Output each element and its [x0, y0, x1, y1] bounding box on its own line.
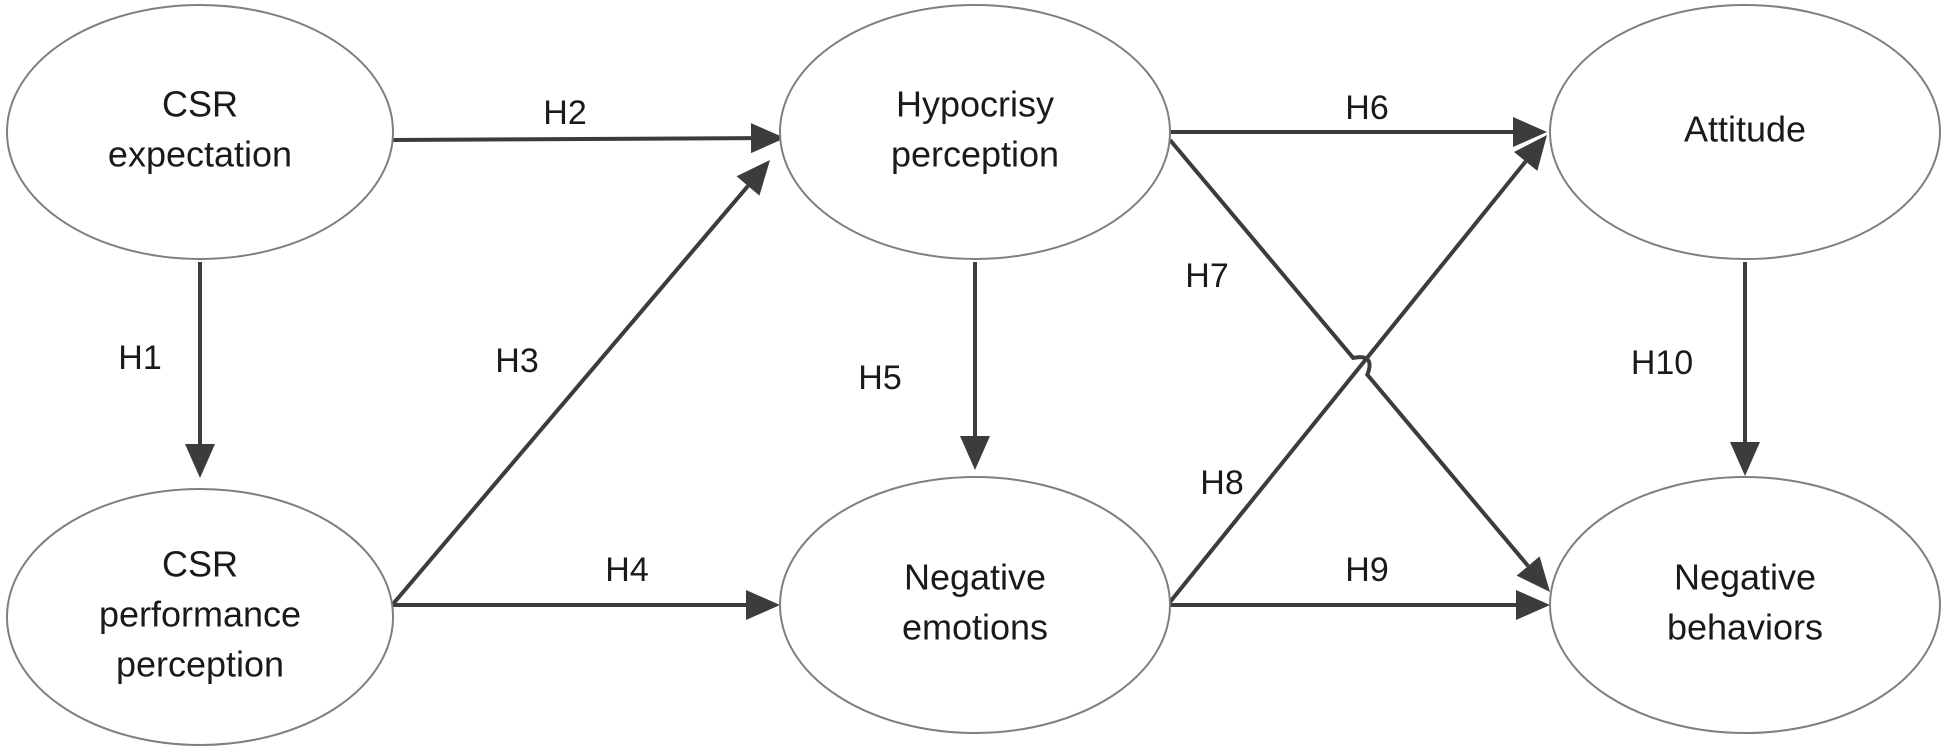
edge-h2 [392, 123, 785, 154]
edge-h5 [960, 262, 990, 470]
node-hypocrisy-perception-label-line-1: Hypocrisy [896, 84, 1054, 125]
node-csr-expectation-label-line-2: expectation [108, 134, 292, 175]
edge-h2-label: H2 [543, 94, 586, 132]
edge-h9-arrowhead [1516, 590, 1550, 620]
node-negative-behaviors-ellipse [1549, 476, 1941, 734]
node-negative-behaviors-label-line-2: behaviors [1667, 607, 1823, 648]
edge-h3-line [391, 184, 750, 606]
edge-h4-arrowhead [746, 590, 780, 620]
edge-h3 [391, 160, 770, 606]
edge-h10-label: H10 [1631, 344, 1693, 382]
edge-h7-line [1168, 138, 1530, 568]
node-negative-emotions-ellipse [779, 476, 1171, 734]
node-attitude: Attitude [1549, 4, 1941, 260]
node-hypocrisy-perception: Hypocrisy perception [779, 4, 1171, 260]
edge-h7-arrowhead [1516, 556, 1550, 592]
edge-h8 [1168, 135, 1547, 604]
node-attitude-label-line-1: Attitude [1684, 109, 1806, 150]
edge-h10 [1730, 262, 1760, 476]
edge-h1-arrowhead [185, 444, 215, 478]
edge-h8-label: H8 [1200, 464, 1243, 502]
node-csr-expectation-label-line-1: CSR [162, 84, 238, 125]
edge-h9 [1170, 590, 1550, 620]
nodes-layer: CSRexpectationCSRperformanceperceptionHy… [6, 4, 1941, 746]
node-csr-expectation: CSR expectation [6, 4, 394, 260]
node-csr-performance-perception-label-line-3: perception [116, 644, 284, 685]
edge-h7-label: H7 [1185, 257, 1228, 295]
node-csr-performance-perception-label-line-1: CSR [162, 544, 238, 585]
node-negative-behaviors-label-line-1: Negative [1674, 557, 1816, 598]
node-negative-emotions-label-line-1: Negative [904, 557, 1046, 598]
edge-h3-label: H3 [495, 342, 538, 380]
node-negative-emotions: Negative emotions [779, 476, 1171, 734]
node-attitude-ellipse [1549, 4, 1941, 260]
edge-h9-label: H9 [1345, 551, 1388, 589]
node-csr-performance-perception-label-line-2: performance [99, 594, 301, 635]
node-hypocrisy-perception-ellipse [779, 4, 1171, 260]
edge-h6-label: H6 [1345, 89, 1388, 127]
edge-h4 [393, 590, 780, 620]
edge-h8-arrowhead [1513, 135, 1547, 171]
edge-h4-label: H4 [605, 551, 648, 589]
edge-h1 [185, 262, 215, 478]
node-negative-emotions-label-line-2: emotions [902, 607, 1048, 648]
node-negative-behaviors: Negative behaviors [1549, 476, 1941, 734]
edge-h5-arrowhead [960, 436, 990, 470]
node-csr-expectation-ellipse [6, 4, 394, 260]
edge-h3-arrowhead [736, 160, 770, 196]
edge-h10-arrowhead [1730, 442, 1760, 476]
node-hypocrisy-perception-label-line-2: perception [891, 134, 1059, 175]
edge-h8-line [1168, 160, 1528, 604]
node-csr-performance-perception-ellipse [6, 488, 394, 746]
node-csr-performance-perception: CSR performance perception [6, 488, 394, 746]
edge-h6 [1170, 117, 1547, 147]
edge-h2-line [392, 136, 752, 142]
edges-layer [185, 117, 1760, 620]
edge-h1-label: H1 [118, 339, 161, 377]
edge-h5-label: H5 [858, 359, 901, 397]
edge-h6-arrowhead [1513, 117, 1547, 147]
edge-h2-arrowhead [750, 123, 785, 154]
